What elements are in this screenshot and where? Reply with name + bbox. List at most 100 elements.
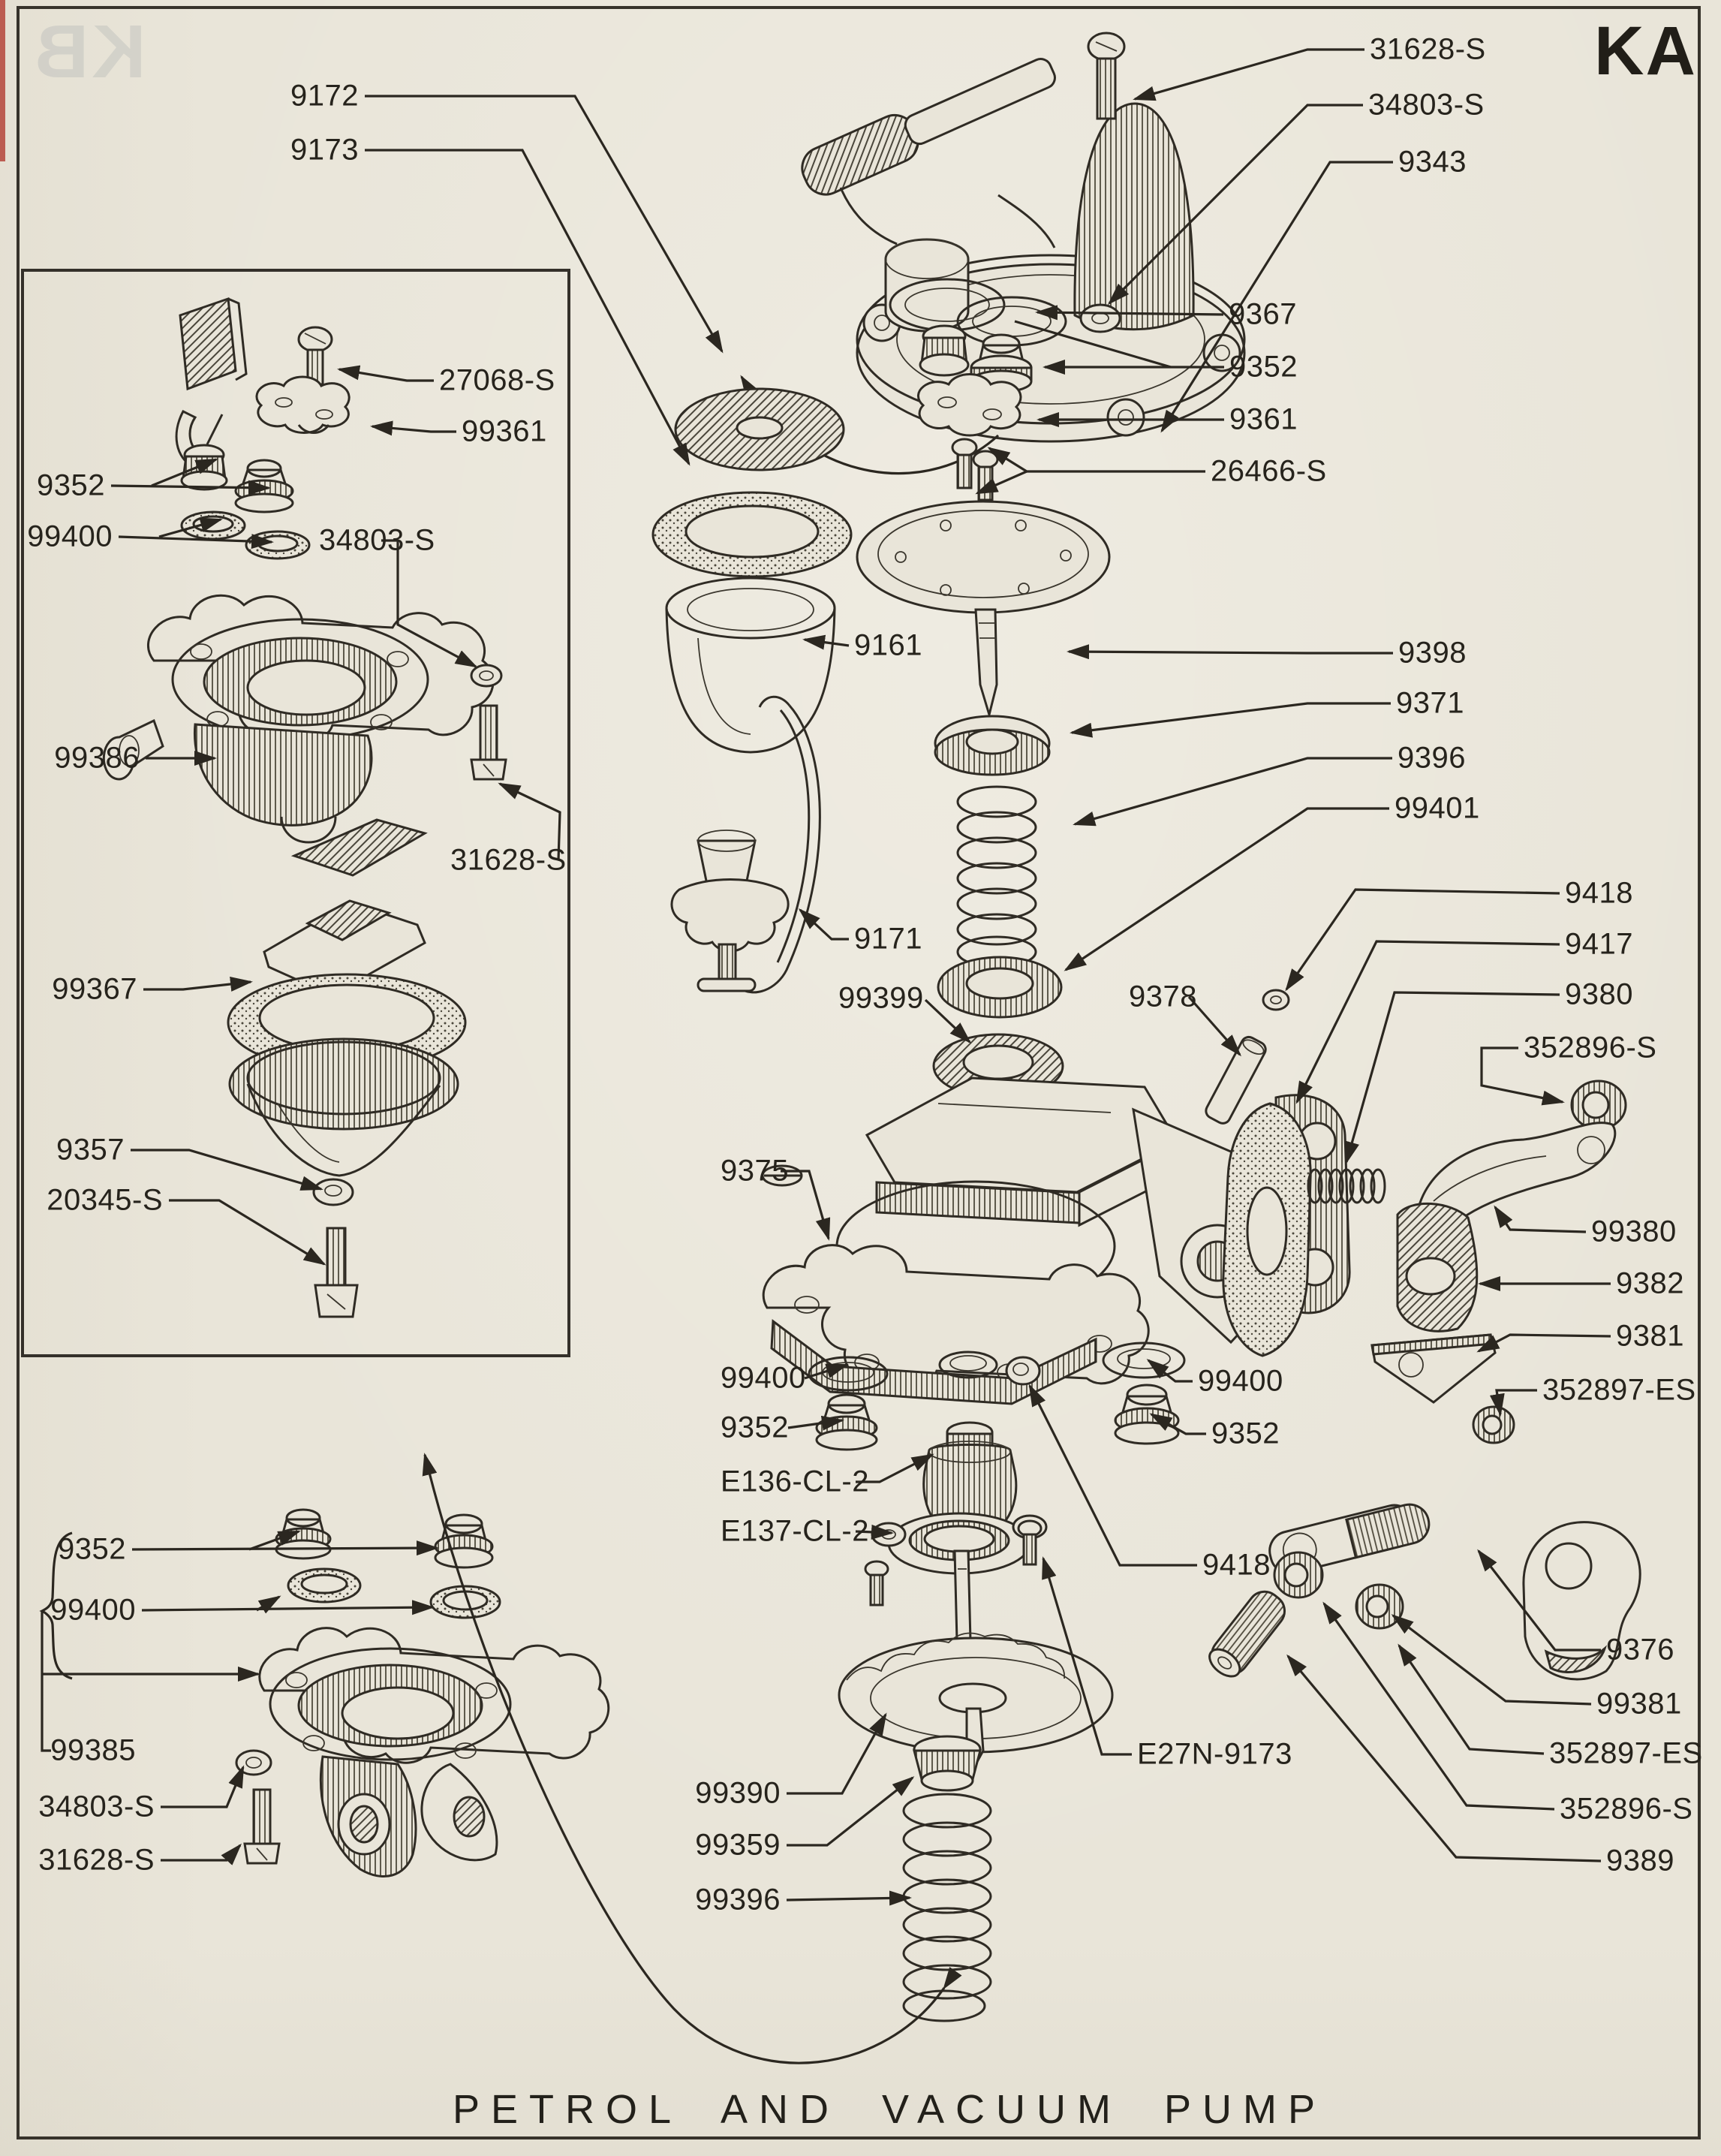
bolt-31628s-bottom-illustration: [243, 1788, 281, 1865]
cork-gasket-9173-illustration: [651, 491, 853, 578]
link-pin-9378-illustration: [1205, 1035, 1267, 1125]
part-label: 9371: [1396, 686, 1464, 720]
part-label: 352896-S: [1560, 1792, 1693, 1826]
part-label: 99386: [54, 741, 140, 775]
part-label: 20345-S: [47, 1183, 163, 1217]
screw-27068s-illustration: [297, 326, 333, 386]
felt-pad-illustration: [290, 818, 428, 877]
part-label: 9375: [721, 1154, 789, 1188]
part-label: 9361: [1229, 402, 1298, 436]
ring-99400-box-left-illustration: [180, 510, 246, 541]
part-label: 31628-S: [1370, 32, 1486, 66]
part-label: 9398: [1398, 636, 1467, 670]
part-label: 99400: [50, 1593, 136, 1627]
filter-cone-illustration: [228, 1037, 459, 1177]
part-label: 352897-ES: [1542, 1373, 1696, 1407]
grommet-9352-box-illustration: [180, 444, 228, 491]
page-code: KA: [1594, 13, 1697, 89]
retainer-9361-illustration: [917, 373, 1022, 437]
part-label: 31628-S: [450, 843, 567, 877]
retainer-9371-illustration: [934, 715, 1051, 776]
ring-352897es-top-illustration: [1472, 1405, 1515, 1444]
bolt-31628s-box-illustration: [470, 704, 507, 781]
part-label: 9367: [1229, 297, 1297, 331]
washer-34803s-box-illustration: [470, 664, 503, 688]
cup-99359-illustration: [913, 1735, 982, 1792]
grommet-9352-top-illustration: [919, 324, 970, 377]
part-label: 9352: [1211, 1417, 1280, 1450]
filter-housing-99386-illustration: [102, 594, 495, 844]
part-label: 99400: [721, 1361, 806, 1395]
part-label: 9352: [1229, 350, 1298, 384]
washer-34803s-bottom-illustration: [235, 1749, 272, 1776]
grommet-9418-bottom-illustration: [1005, 1356, 1041, 1386]
leader-lines: [41, 48, 1611, 1906]
filter-element-illustration: [179, 297, 248, 391]
grommet-352896s-top-illustration: [1570, 1080, 1627, 1131]
part-label: 99359: [695, 1828, 781, 1862]
part-label: E136-CL-2: [721, 1465, 869, 1498]
part-label: 99361: [462, 414, 547, 448]
part-label: 9173: [290, 133, 359, 167]
bracket-brace: [39, 1531, 73, 1680]
part-label: 9357: [56, 1133, 125, 1167]
part-label: 9418: [1565, 876, 1633, 910]
lever-9382-illustration: [1396, 1202, 1479, 1332]
bushing-9418-top-illustration: [1262, 989, 1290, 1011]
oil-seal-99401-illustration: [937, 956, 1063, 1019]
part-label: 9378: [1129, 980, 1197, 1013]
sleeve-9389-illustration: [1208, 1590, 1286, 1678]
part-label: 31628-S: [38, 1843, 155, 1877]
ring-352897es-bottom-illustration: [1355, 1583, 1404, 1630]
part-label: 9171: [854, 922, 922, 956]
washer-9357-illustration: [312, 1178, 354, 1206]
nut-9352-bottom-left-illustration: [275, 1508, 332, 1560]
part-label: 9382: [1616, 1266, 1684, 1300]
spring-9396-illustration: [956, 785, 1037, 968]
part-label: 99380: [1591, 1215, 1677, 1248]
inset-box-border: [21, 269, 570, 1357]
rocker-spring-9380-illustration: [1307, 1168, 1386, 1204]
diaphragm-9398-illustration: [856, 500, 1111, 719]
cross-retainer-99361-illustration: [255, 375, 351, 434]
part-label: 9381: [1616, 1319, 1684, 1353]
part-label: 9418: [1202, 1548, 1271, 1582]
lower-housing-99385-illustration: [258, 1627, 610, 1877]
screw-31628s-top-illustration: [1087, 32, 1126, 120]
part-label: E27N-9173: [1137, 1737, 1292, 1771]
part-label: 99401: [1395, 791, 1480, 825]
part-label: 99367: [52, 972, 137, 1006]
part-label: 99381: [1596, 1687, 1682, 1721]
part-label: 9389: [1606, 1844, 1674, 1877]
part-label: 9352: [721, 1411, 789, 1444]
valve-9352-mid-right-illustration: [1114, 1384, 1180, 1445]
spring-99396-illustration: [902, 1793, 992, 2022]
part-label: 9343: [1398, 145, 1467, 179]
part-label: 27068-S: [439, 363, 555, 397]
part-label: 9352: [58, 1532, 126, 1566]
part-label: 34803-S: [1368, 88, 1485, 122]
part-label: 9352: [37, 468, 105, 502]
strainer-screen-9172-illustration: [674, 387, 845, 471]
part-label: 99390: [695, 1776, 781, 1810]
ring-352896s-bottom-illustration: [1273, 1551, 1324, 1599]
gasket-9417-illustration: [1222, 1102, 1312, 1357]
glass-bowl-9161-illustration: [665, 577, 836, 754]
part-label: 9417: [1565, 927, 1633, 961]
cam-lever-9376-illustration: [1522, 1521, 1641, 1681]
part-label: 9172: [290, 79, 359, 113]
part-label: 34803-S: [319, 523, 435, 557]
assembly-arc: [422, 1453, 962, 2064]
ring-99400-box-right-illustration: [245, 530, 311, 560]
gasket-99400-mid-right-illustration: [1102, 1341, 1186, 1379]
part-label: 99396: [695, 1883, 781, 1917]
part-label: 99385: [50, 1733, 136, 1767]
pump-body-9375-illustration: [761, 1076, 1351, 1405]
part-label: 9161: [854, 628, 922, 662]
ring-99400-bottom-left-illustration: [287, 1567, 362, 1603]
part-label: 9376: [1606, 1633, 1674, 1667]
part-label: 99400: [27, 519, 113, 553]
bail-wire-9171-illustration: [670, 695, 821, 994]
small-gasket-mid-illustration: [938, 1351, 998, 1379]
